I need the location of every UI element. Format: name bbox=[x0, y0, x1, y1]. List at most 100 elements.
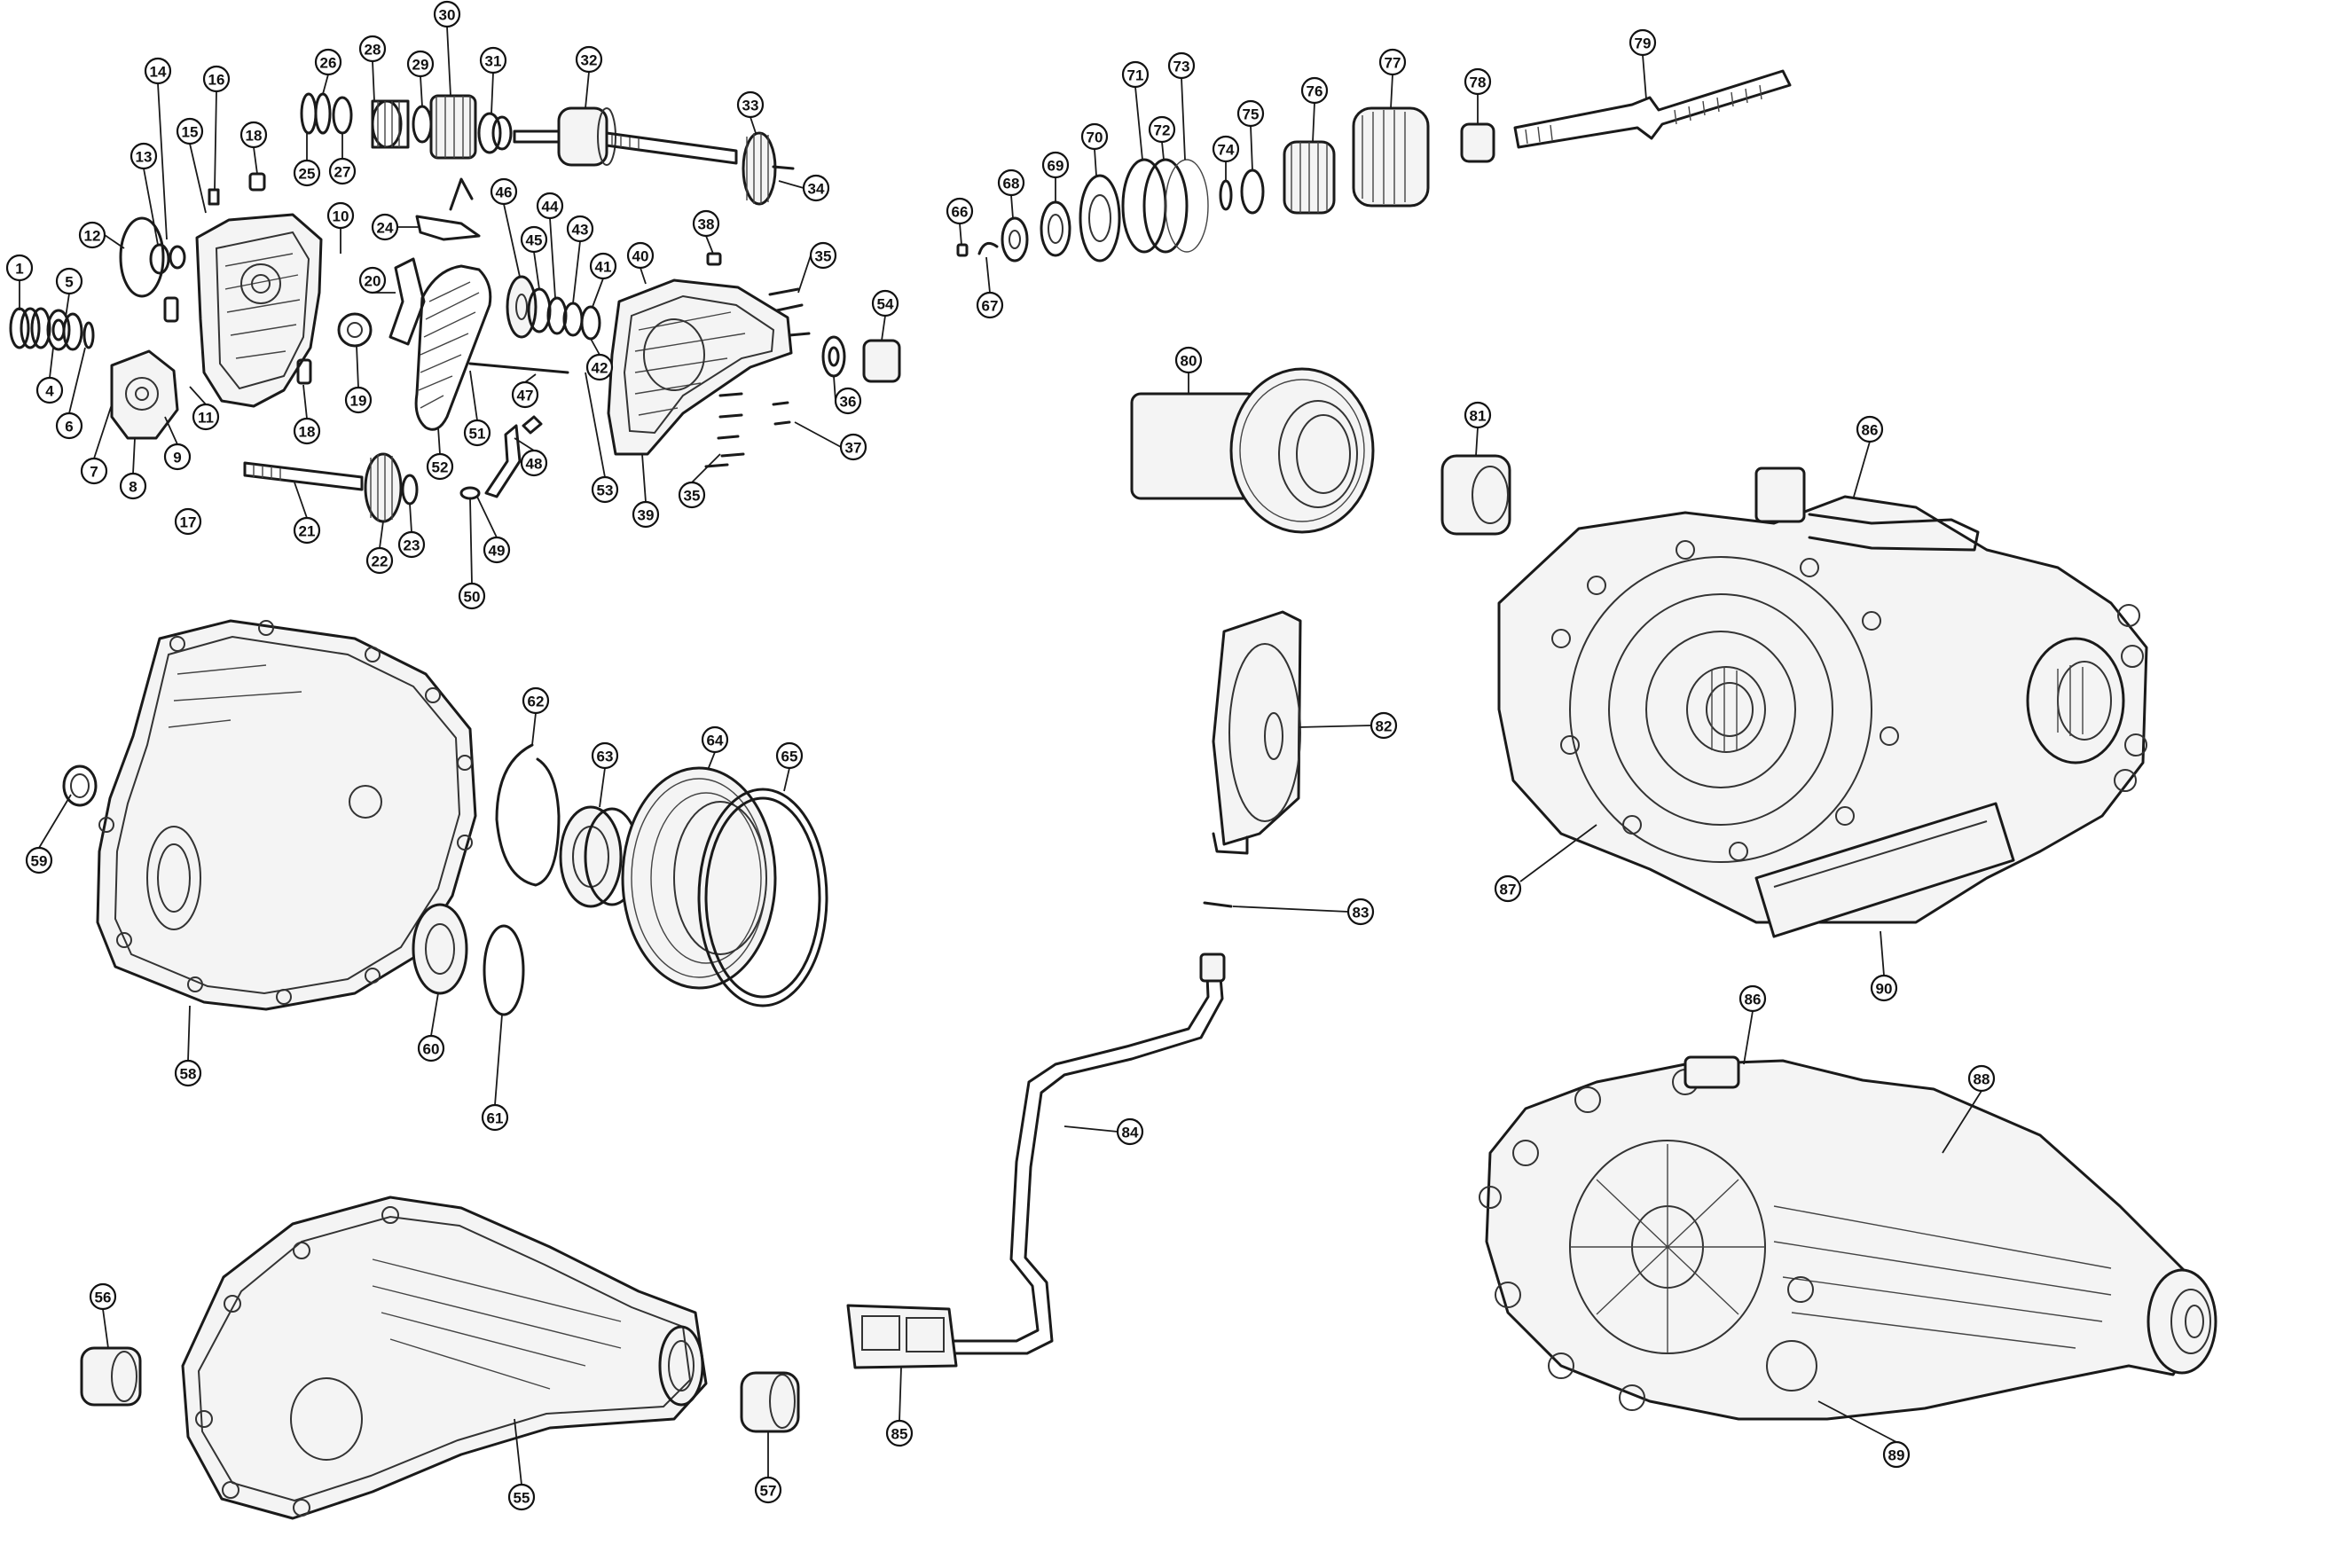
callout-34: 34 bbox=[802, 174, 830, 202]
callout-number: 20 bbox=[365, 273, 381, 290]
callout-circle bbox=[1494, 874, 1522, 903]
callout-circle bbox=[566, 215, 594, 243]
callout-circle bbox=[119, 472, 147, 500]
callout-50: 50 bbox=[458, 582, 486, 610]
front-housing-assembly bbox=[62, 619, 828, 1016]
callout-circle bbox=[591, 475, 619, 504]
callout-number: 51 bbox=[469, 426, 486, 443]
callout-1: 1 bbox=[5, 254, 34, 282]
callout-72: 72 bbox=[1148, 115, 1176, 144]
callout-number: 72 bbox=[1154, 122, 1171, 139]
callout-circle bbox=[174, 1059, 202, 1087]
callout-circle bbox=[365, 546, 394, 575]
callout-number: 61 bbox=[487, 1110, 504, 1127]
callout-number: 62 bbox=[528, 694, 545, 710]
callout-number: 44 bbox=[542, 199, 559, 216]
callout-circle bbox=[481, 1103, 509, 1132]
callout-number: 13 bbox=[136, 149, 153, 166]
callout-circle bbox=[239, 121, 268, 149]
callout-circle bbox=[511, 380, 539, 409]
callout-circle bbox=[626, 241, 655, 270]
callout-number: 60 bbox=[423, 1041, 440, 1058]
callout-circle bbox=[479, 46, 507, 74]
callout-circle bbox=[507, 1483, 536, 1511]
output-shaft-group bbox=[956, 69, 1792, 263]
callout-circle bbox=[1148, 115, 1176, 144]
callout-circle bbox=[1236, 99, 1265, 128]
callout-circle bbox=[701, 725, 729, 754]
callout-circle bbox=[25, 846, 53, 874]
callout-51: 51 bbox=[463, 419, 491, 447]
callout-number: 63 bbox=[597, 749, 614, 765]
callout-circle bbox=[976, 291, 1004, 319]
callout-62: 62 bbox=[522, 686, 550, 715]
callout-circle bbox=[1116, 1117, 1144, 1146]
callout-circle bbox=[1464, 401, 1492, 429]
callout-circle bbox=[1121, 60, 1150, 89]
callout-number: 43 bbox=[572, 222, 589, 239]
callout-number: 29 bbox=[412, 57, 429, 74]
callout-24: 24 bbox=[371, 213, 399, 241]
callout-53: 53 bbox=[591, 475, 619, 504]
callout-number: 21 bbox=[299, 523, 316, 540]
callout-number: 45 bbox=[526, 232, 543, 249]
callout-82: 82 bbox=[1370, 711, 1398, 740]
front-case-half-exploded bbox=[9, 172, 481, 440]
callout-circle bbox=[736, 90, 765, 119]
callout-circle bbox=[202, 65, 231, 93]
callout-number: 35 bbox=[815, 248, 832, 265]
callout-number: 16 bbox=[208, 72, 225, 89]
callout-number: 82 bbox=[1376, 718, 1393, 735]
callout-84: 84 bbox=[1116, 1117, 1144, 1146]
callout-number: 5 bbox=[65, 274, 73, 291]
callout-number: 76 bbox=[1307, 83, 1323, 100]
callout-number: 80 bbox=[1181, 353, 1197, 370]
callout-86: 86 bbox=[1856, 415, 1884, 443]
callout-number: 57 bbox=[760, 1483, 777, 1500]
callout-number: 17 bbox=[180, 514, 197, 531]
callout-number: 48 bbox=[526, 456, 543, 473]
callout-13: 13 bbox=[130, 142, 158, 170]
leader-lines bbox=[19, 26, 1982, 1486]
callout-circle bbox=[1856, 415, 1884, 443]
callout-64: 64 bbox=[701, 725, 729, 754]
callout-45: 45 bbox=[520, 225, 548, 254]
callout-circle bbox=[397, 530, 426, 559]
callout-18: 18 bbox=[239, 121, 268, 149]
callout-41: 41 bbox=[589, 252, 617, 280]
callout-circle bbox=[585, 353, 614, 381]
callout-28: 28 bbox=[358, 35, 387, 63]
callout-number: 15 bbox=[182, 124, 199, 141]
callout-10: 10 bbox=[326, 201, 355, 230]
callout-52: 52 bbox=[426, 452, 454, 481]
callout-76: 76 bbox=[1300, 76, 1329, 105]
callout-number: 79 bbox=[1635, 35, 1652, 52]
callout-71: 71 bbox=[1121, 60, 1150, 89]
callout-number: 28 bbox=[365, 42, 381, 59]
callout-83: 83 bbox=[1346, 898, 1375, 926]
callout-circle bbox=[1041, 151, 1070, 179]
callout-77: 77 bbox=[1378, 48, 1407, 76]
callout-circle bbox=[35, 376, 64, 404]
callout-30: 30 bbox=[433, 0, 461, 28]
callout-circle bbox=[89, 1282, 117, 1311]
callout-circle bbox=[344, 386, 373, 414]
callout-85: 85 bbox=[885, 1419, 914, 1447]
callout-43: 43 bbox=[566, 215, 594, 243]
callout-number: 86 bbox=[1862, 422, 1879, 439]
callout-number: 23 bbox=[404, 537, 420, 554]
callout-number: 1 bbox=[15, 261, 23, 278]
callout-29: 29 bbox=[406, 50, 435, 78]
callout-number: 67 bbox=[982, 298, 999, 315]
callout-number: 34 bbox=[808, 181, 825, 198]
callout-39: 39 bbox=[632, 500, 660, 529]
callout-circle bbox=[163, 443, 192, 471]
callout-number: 89 bbox=[1888, 1447, 1905, 1464]
callout-66: 66 bbox=[946, 197, 974, 225]
callout-number: 39 bbox=[638, 507, 655, 524]
callout-number: 35 bbox=[684, 488, 701, 505]
callout-35: 35 bbox=[678, 481, 706, 509]
callout-number: 9 bbox=[173, 450, 181, 466]
callout-number: 32 bbox=[581, 52, 598, 69]
callout-number: 30 bbox=[439, 7, 456, 24]
